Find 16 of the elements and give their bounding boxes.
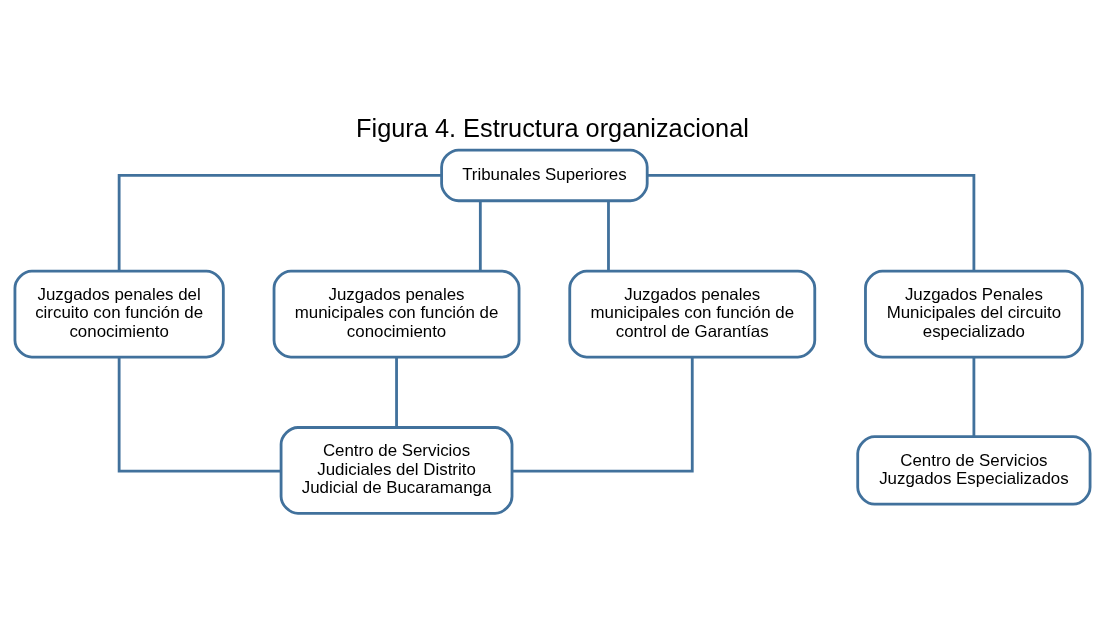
connector (478, 200, 482, 271)
node-box: Juzgados penales municipales con función de conocimiento (272, 269, 521, 358)
node-box: Centro de Servicios Judiciales del Distrito Judicial de Bucaramanga (279, 425, 514, 515)
connector (647, 173, 976, 271)
connector (117, 173, 442, 271)
node-box: Juzgados penales municipales con función de control de Garantías (568, 269, 817, 358)
node-box: Centro de Servicios Juzgados Especializados (856, 434, 1092, 506)
connector (512, 356, 694, 473)
node-box: Juzgados penales del circuito con función de conocimiento (13, 269, 225, 358)
connector (607, 200, 610, 271)
node-box: Tribunales Superiores (440, 148, 649, 202)
connector (395, 356, 398, 427)
diagram-title: Figura 4. Estructura organizacional (356, 113, 749, 142)
connector (117, 356, 281, 473)
node-box: Juzgados Penales Municipales del circuito especializado (864, 269, 1084, 358)
connector (972, 356, 976, 436)
